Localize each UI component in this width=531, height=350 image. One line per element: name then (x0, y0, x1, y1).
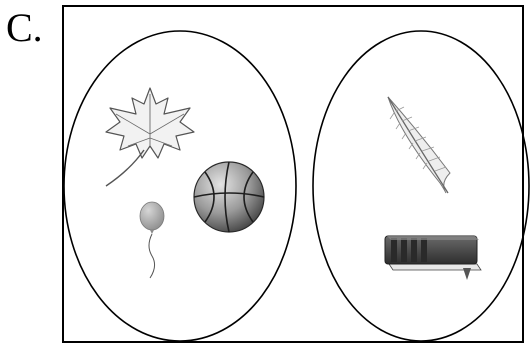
leaf-icon (106, 88, 194, 186)
feather-icon (388, 97, 450, 193)
balloon-icon (140, 202, 164, 278)
book-icon (385, 236, 481, 280)
group-right-ellipse (313, 31, 529, 341)
basketball-icon (194, 162, 264, 232)
